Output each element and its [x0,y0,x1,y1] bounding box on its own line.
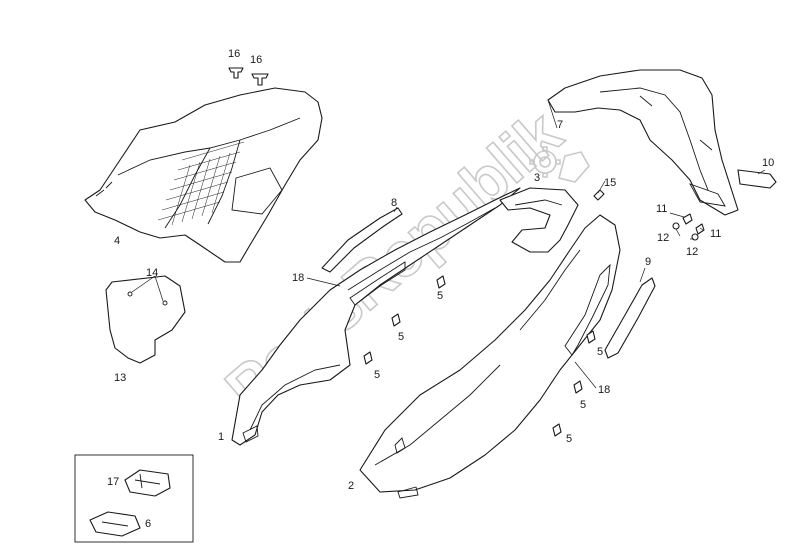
callout-7: 7 [557,119,563,131]
part-4-storage-tray [84,87,323,263]
callout-18: 18 [292,272,304,284]
callout-12: 12 [686,246,698,258]
fasteners [363,189,705,437]
callout-4: 4 [114,235,120,247]
part-9-right-trim [604,277,656,359]
part-2-right-side-panel [359,214,621,499]
callout-5: 5 [597,346,603,358]
part-10-reflector [737,169,777,189]
callout-12: 12 [657,232,669,244]
callout-18: 18 [598,384,610,396]
callout-6: 6 [145,518,151,530]
callout-11: 11 [656,203,667,215]
leader-lines [131,99,766,389]
callout-9: 9 [645,256,651,268]
callout-14: 14 [146,267,158,279]
callout-13: 13 [114,372,126,384]
part-1-left-side-panel [231,187,521,446]
callout-1: 1 [218,431,224,443]
part-7-rear-tail [547,69,739,216]
callout-3: 3 [534,172,540,184]
callout-15: 15 [604,177,616,189]
callout-10: 10 [762,157,774,169]
gear-icon [529,146,590,183]
part-8-left-trim [321,207,403,273]
callout-5: 5 [374,369,380,381]
callout-5: 5 [580,399,586,411]
callout-16: 16 [228,48,240,60]
callout-11: 11 [710,228,721,240]
callout-16: 16 [250,54,262,66]
callout-5: 5 [437,290,443,302]
part-16-clips [228,67,269,86]
callout-17: 17 [107,476,119,488]
part-3-center-piece [499,187,579,253]
inset-box [74,454,194,543]
callout-labels: 16 16 4 14 13 7 3 15 10 11 11 12 12 8 9 … [107,48,774,530]
callout-5: 5 [398,331,404,343]
callout-8: 8 [391,197,397,209]
part-13-cover-plate [105,275,186,364]
callout-2: 2 [348,480,354,492]
callout-5: 5 [566,433,572,445]
